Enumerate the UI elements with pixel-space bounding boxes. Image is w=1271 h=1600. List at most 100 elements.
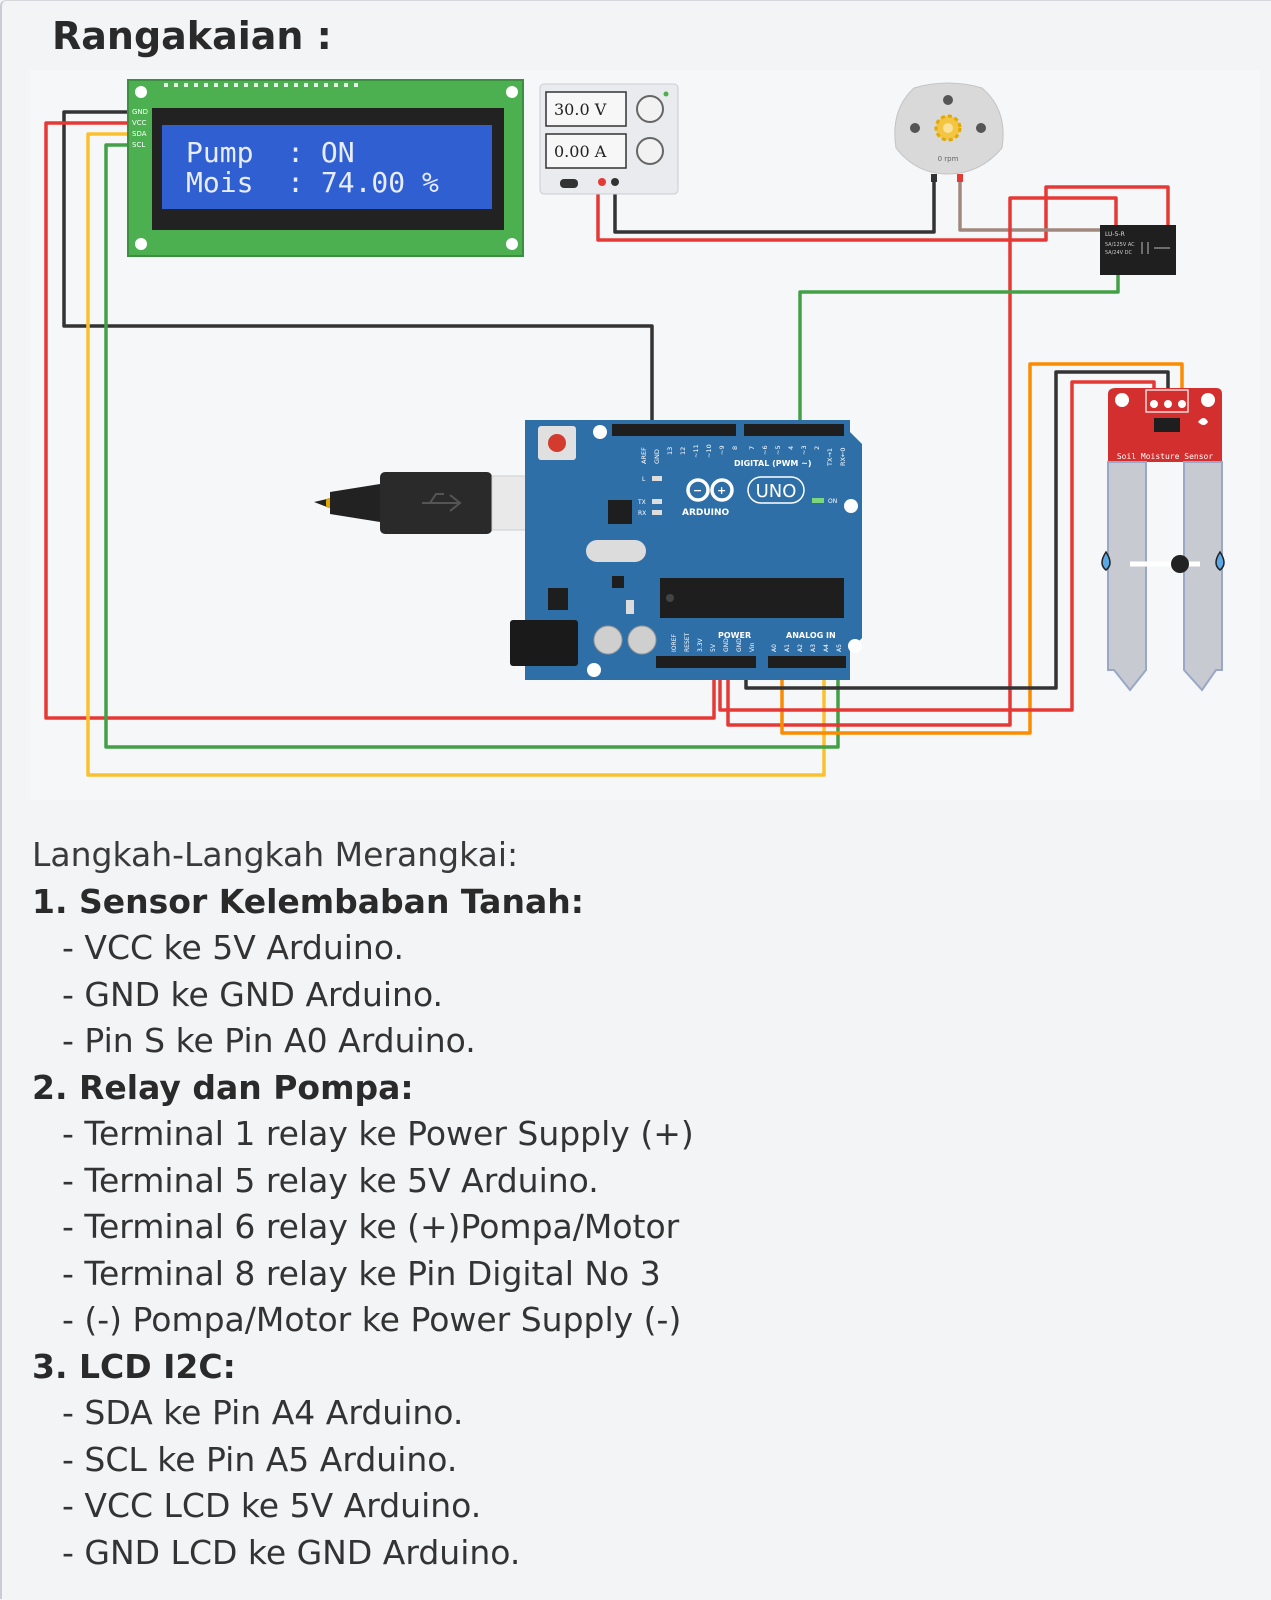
moisture-slider-thumb[interactable] [1171,555,1189,573]
sensor-logo-icon [1198,418,1208,425]
current-knob[interactable] [636,137,664,165]
power-pin-labels: IOREF RESET 3.3V 5V GND GND Vin [671,632,756,652]
analog-label: ANALOG IN [786,631,836,640]
wire-sensor-orange [780,362,1184,735]
reset-button[interactable] [548,434,566,452]
motor-speed: 0 rpm [938,155,959,163]
step-item: - SCL ke Pin A5 Arduino. [62,1439,458,1479]
wire-relay-5v [726,196,1118,727]
arduino-hole-4 [587,663,601,677]
usb-strain-relief [330,484,380,522]
pin-13: 13 [666,447,674,455]
sensor-header-outline [1145,389,1189,413]
section-heading-sensor: 1. Sensor Kelembaban Tanah: [32,881,584,921]
lcd-module: GND VCC SDA SCL Pump : ON Mois : 74.00 % [127,79,524,257]
wire-lcd-gnd [62,110,654,422]
steps-intro: Langkah-Langkah Merangkai: [32,835,519,874]
wire-relay-signal [798,270,1120,422]
pin-gnd-2: GND [736,638,743,652]
relay: LU-5-R 5A/125V AC 5A/24V DC [1100,225,1176,275]
lcd-line-1: Pump : ON [186,136,355,169]
arduino-hole-3 [848,639,862,653]
lcd-hole-tl [135,86,147,98]
step-item: - VCC LCD ke 5V Arduino. [62,1486,482,1525]
led-l-label: L [642,476,646,483]
step-item: - Pin S ke Pin A0 Arduino. [62,1021,476,1060]
pin-reset: RESET [684,632,691,652]
pin-6: ~6 [761,445,769,455]
pin-vin: Vin [749,642,756,652]
power-led [663,91,669,97]
motor-negative-lead [931,174,937,182]
sensor-hole-left [1115,393,1129,407]
power-switch[interactable] [560,179,578,188]
led-tx-label: TX [637,499,646,506]
pin-5: ~5 [774,445,782,455]
pin-12: 12 [679,447,687,455]
digital-label: DIGITAL (PWM ~) [734,459,812,468]
circuit-diagram: GND VCC SDA SCL Pump : ON Mois : 74.00 %… [30,70,1260,800]
pin-a2: A2 [797,644,804,652]
power-supply: 30.0 V 0.00 A [539,83,679,195]
dc-jack [510,620,578,666]
motor-screw-left [910,123,920,133]
wire-lcd-vcc [44,121,716,720]
usb-chip [608,500,632,524]
wire-sensor-black [744,370,1170,690]
current-display [545,133,627,169]
pin-0: RX←0 [839,447,847,466]
lcd-top-header [164,83,358,87]
arduino-hole-1 [593,425,607,439]
wires [44,110,1184,777]
digital-header-right [744,424,844,436]
lcd-line-2: Mois : 74.00 % [186,166,439,199]
arduino-hole-2 [844,499,858,513]
wire-sensor-red [718,380,1156,712]
small-chip [612,576,624,588]
motor-screw-top [943,95,953,105]
pin-gnd-1: GND [723,638,730,652]
sensor-hole-right [1201,393,1215,407]
arduino-uno: AREF GND 13 12 ~11 ~10 ~9 8 7 ~6 ~5 4 ~3… [510,420,862,680]
wire-motor-positive [958,178,1102,232]
sensor-pin-sig [1178,400,1186,408]
usb-symbol-icon [422,493,462,512]
sensor-pin-vcc [1150,400,1158,408]
pin-a1: A1 [784,644,791,652]
arduino-logo-icon [686,478,734,502]
capacitor-2 [627,625,657,655]
lcd-hole-tr [506,86,518,98]
voltage-regulator [548,588,568,610]
led-rx-label: RX [638,510,646,517]
sensor-probe-right [1183,461,1223,692]
led-tx [652,499,662,504]
pin-10: ~10 [705,444,713,458]
wire-lcd-scl [104,143,840,749]
pin-8: 8 [731,446,739,450]
water-drop-icon-right [1215,550,1225,571]
lcd-hole-br [506,238,518,250]
section-heading-lcd: 3. LCD I2C: [32,1346,236,1386]
pin-a0: A0 [771,644,778,652]
logo-plus: + [717,484,726,497]
dc-motor: 0 rpm [894,82,1004,182]
lcd-pin-vcc: VCC [132,119,147,127]
wire-ps-negative [613,178,936,234]
arduino-model: UNO [756,481,797,502]
step-item: - Terminal 6 relay ke (+)Pompa/Motor [62,1207,680,1246]
assembly-steps: Langkah-Langkah Merangkai: 1. Sensor Kel… [32,832,1232,1576]
relay-symbol-icon [1141,242,1170,254]
sensor-pin-gnd [1164,400,1172,408]
relay-model: LU-5-R [1105,231,1125,238]
step-item: - Terminal 5 relay ke 5V Arduino. [62,1160,599,1200]
voltage-knob[interactable] [636,95,664,123]
digital-pin-labels: AREF GND 13 12 ~11 ~10 ~9 8 7 ~6 ~5 4 ~3… [640,444,847,467]
motor-screw-right [976,123,986,133]
pin-ioref: IOREF [671,634,678,652]
motor-shaft-center [943,123,953,133]
voltage-readout: 30.0 V [554,100,607,119]
lcd-pin-sda: SDA [132,130,147,138]
pin-a4: A4 [823,644,830,652]
power-header [656,656,756,668]
step-item: - Terminal 8 relay ke Pin Digital No 3 [62,1253,661,1293]
